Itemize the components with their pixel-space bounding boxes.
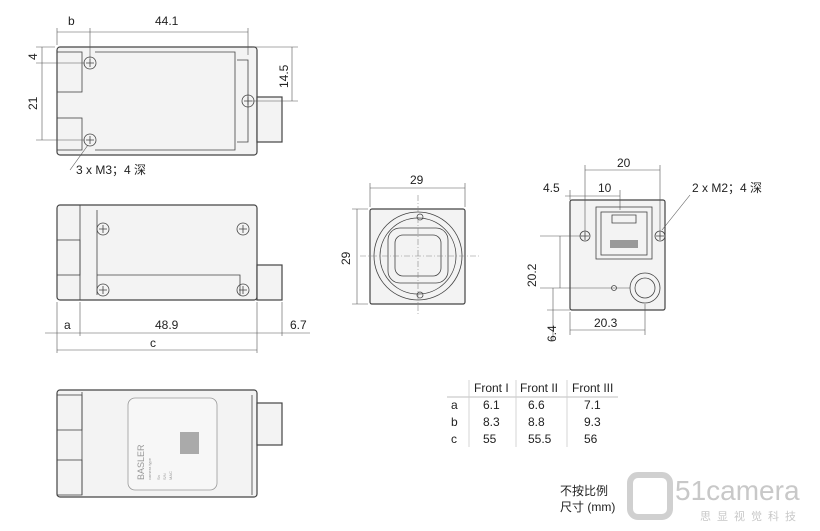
label-type: camera type [147,457,152,480]
screw-hole-icon [654,230,666,242]
dim-29-height: 29 [339,251,353,265]
screw-head-icon [96,283,110,297]
svg-text:a: a [451,398,458,412]
dimension-table: Front I Front II Front III a 6.1 6.6 7.1 b 8… [447,380,618,447]
svg-text:55: 55 [483,432,497,446]
label-line: MAC [168,471,173,480]
dim-c: c [150,336,156,350]
dim-44-1: 44.1 [155,14,179,28]
side-view: a 48.9 6.7 c [45,204,310,353]
svg-text:6.6: 6.6 [528,398,545,412]
qr-code-icon [180,432,199,454]
hole-note-back: 2 x M2；4 深 [692,181,762,195]
watermark-sub: 思显视觉科技 [700,509,802,523]
dim-a: a [64,318,71,332]
table-row: a 6.1 6.6 7.1 [451,398,601,412]
svg-text:9.3: 9.3 [584,415,601,429]
front-view: 29 29 [339,173,480,315]
svg-text:8.8: 8.8 [528,415,545,429]
camera-label [127,397,218,491]
dim-20: 20 [617,156,631,170]
dim-b: b [68,14,75,28]
table-row: b 8.3 8.8 9.3 [451,415,601,429]
dim-20-2: 20.2 [525,263,539,287]
dim-21: 21 [26,96,40,110]
svg-text:7.1: 7.1 [584,398,601,412]
svg-text:56: 56 [584,432,598,446]
svg-text:55.5: 55.5 [528,432,552,446]
top-view: b 44.1 4 21 14.5 3 x M3；4 深 [26,14,298,177]
dim-48-9: 48.9 [155,318,179,332]
watermark-brand: 51camera [675,475,800,506]
svg-text:8.3: 8.3 [483,415,500,429]
dim-14-5: 14.5 [277,64,291,88]
dim-6-4: 6.4 [545,325,559,342]
units-note: 尺寸 (mm) [560,500,615,514]
dim-6-7: 6.7 [290,318,307,332]
ethernet-pins [610,240,638,248]
table-header: Front III [572,381,613,395]
dim-20-3: 20.3 [594,316,618,330]
scale-note: 不按比例 [560,484,608,498]
dim-29-width: 29 [410,173,424,187]
label-line: S/N [162,473,167,480]
dim-4-5: 4.5 [543,181,560,195]
back-view: 20 4.5 10 20.2 6.4 20.3 2 x M2；4 深 [525,156,762,342]
table-header: Front II [520,381,558,395]
watermark-logo: 51camera 思显视觉科技 [627,472,802,523]
dim-10: 10 [598,181,612,195]
table-header: Front I [474,381,509,395]
svg-text:6.1: 6.1 [483,398,500,412]
dim-4: 4 [26,53,40,60]
screw-head-icon [96,222,110,236]
label-line: Sn [156,475,161,480]
bottom-view: BASLER camera type Sn S/N MAC [56,389,283,498]
screw-head-icon [236,222,250,236]
hole-note: 3 x M3；4 深 [76,163,146,177]
ethernet-port-icon [611,214,637,224]
label-brand: BASLER [136,444,146,480]
svg-text:c: c [451,432,457,446]
screw-head-icon [236,283,250,297]
table-row: c 55 55.5 56 [451,432,598,446]
svg-text:b: b [451,415,458,429]
